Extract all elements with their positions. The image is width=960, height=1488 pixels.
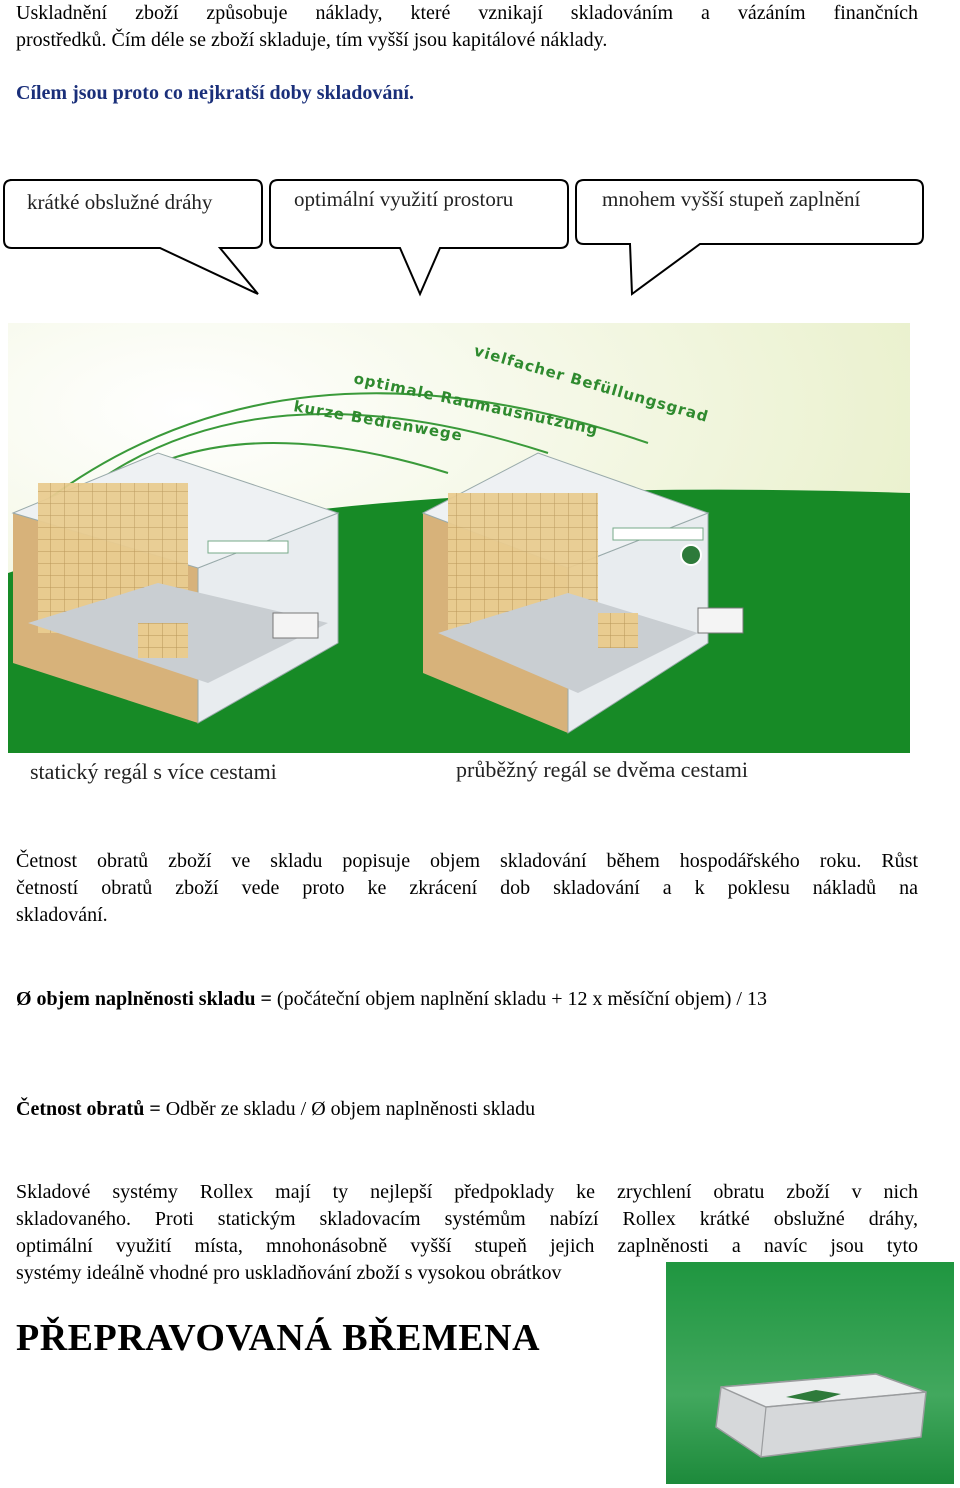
turnover-paragraph: Četnost obratů zboží ve skladu popisuje … — [16, 848, 918, 929]
goal-text: Cílem jsou proto co nejkratší doby sklad… — [16, 82, 415, 104]
intro-line-2: prostředků. Čím déle se zboží skladuje, … — [16, 29, 608, 51]
bubble-shape-1 — [3, 179, 263, 295]
arc-line-3 — [17, 392, 649, 524]
bubble-text-2: optimální využití prostoru — [294, 187, 514, 211]
rollex-line-4: systémy ideálně vhodné pro uskladňování … — [16, 1262, 562, 1284]
formula-fill-volume: Ø objem naplněnosti skladu = (počáteční … — [16, 986, 767, 1013]
intro-paragraph: Uskladnění zboží způsobuje náklady, kter… — [16, 0, 918, 54]
rollex-line-1: Skladové systémy Rollex mají ty nejlepší… — [16, 1181, 918, 1203]
formula-turnover-expression: Odběr ze skladu / Ø objem naplněnosti sk… — [160, 1098, 536, 1120]
formula-turnover-term: Četnost obratů = — [16, 1098, 161, 1120]
bubble-text-3: mnohem vyšší stupeň zaplnění — [602, 187, 861, 211]
turnover-line-3: skladování. — [16, 904, 108, 926]
turnover-line-1: Četnost obratů zboží ve skladu popisuje … — [16, 850, 918, 872]
caption-right: průběžný regál se dvěma cestami — [456, 757, 748, 782]
right-warehouse — [421, 452, 744, 734]
warehouse-illustration: kurze Bedienwege optimale Raumausnutzung… — [8, 323, 910, 753]
formula-fill-volume-expression: (počáteční objem naplnění skladu + 12 x … — [271, 988, 767, 1010]
caption-left: statický regál s více cestami — [30, 759, 277, 784]
bubble-shape-2 — [269, 179, 569, 297]
rollex-paragraph: Skladové systémy Rollex mají ty nejlepší… — [16, 1179, 918, 1287]
speech-bubbles — [3, 179, 924, 297]
bubble-text-1: krátké obslužné dráhy — [27, 190, 213, 214]
turnover-line-2: četností obratů zboží vede proto ke zkrá… — [16, 877, 918, 899]
intro-line-1: Uskladnění zboží způsobuje náklady, kter… — [16, 2, 918, 24]
section-heading: PŘEPRAVOVANÁ BŘEMENA — [16, 1317, 541, 1359]
rollex-line-3: optimální využití místa, mnohonásobně vy… — [16, 1235, 918, 1257]
crate-photo — [666, 1262, 954, 1484]
crate-inner-part — [786, 1390, 841, 1402]
formula-fill-volume-term: Ø objem naplněnosti skladu = — [16, 988, 272, 1010]
left-warehouse — [11, 452, 340, 724]
rollex-line-2: skladovaného. Proti statickým skladovací… — [16, 1208, 918, 1230]
bubble-shape-3 — [575, 179, 924, 296]
formula-turnover: Četnost obratů = Odběr ze skladu / Ø obj… — [16, 1096, 535, 1123]
